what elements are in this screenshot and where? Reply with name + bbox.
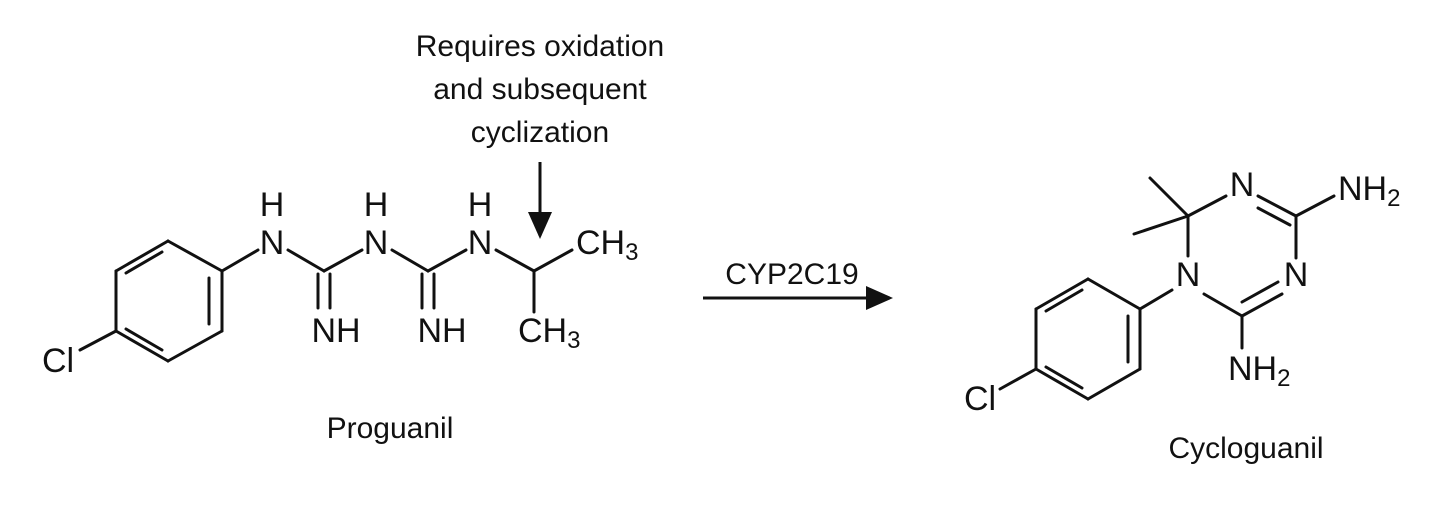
aromatic-inner-bond: [124, 250, 164, 275]
bond: [1034, 277, 1090, 311]
amine-nh-text: NH: [1338, 170, 1387, 208]
nitrogen-label: N: [364, 224, 389, 262]
nitrogen-label: N: [468, 224, 493, 262]
proguanil-benzene-ring: [114, 239, 224, 363]
bond: [166, 239, 224, 273]
subscript-2: 2: [1277, 365, 1290, 392]
methyl-bond: [1132, 214, 1190, 236]
hydrogen-label: H: [468, 186, 493, 224]
bond: [998, 367, 1038, 391]
bond: [494, 248, 536, 273]
methyl-bottom-label: CH3: [518, 312, 580, 354]
proguanil-name: Proguanil: [327, 412, 454, 445]
double-bond: [1256, 194, 1298, 218]
bond: [390, 248, 430, 273]
double-bond: [1240, 280, 1280, 304]
nitrogen-label: N: [260, 224, 285, 262]
bond: [1186, 194, 1228, 218]
subscript-3: 3: [567, 327, 580, 354]
subscript-2: 2: [1387, 185, 1400, 212]
bond: [322, 248, 364, 273]
bond: [114, 239, 170, 273]
triazine-n1-label: N: [1176, 256, 1201, 294]
bond: [1086, 367, 1142, 401]
reaction-arrow-group: CYP2C19: [703, 258, 893, 310]
imine-nh-label: NH: [417, 312, 466, 350]
triazine-n5-label: N: [1284, 256, 1309, 294]
bond: [1294, 194, 1336, 218]
bond: [426, 248, 468, 273]
amine-bottom-label: NH2: [1228, 350, 1290, 392]
hydrogen-label: H: [364, 186, 389, 224]
methyl-ch-text: CH: [518, 312, 567, 350]
subscript-3: 3: [625, 239, 638, 266]
aromatic-inner-bond: [1044, 288, 1084, 313]
amine-top-label: NH2: [1338, 170, 1400, 212]
amine-nh-text: NH: [1228, 350, 1277, 388]
double-bond: [1240, 292, 1284, 318]
oxidation-annotation: Requires oxidation and subsequent cycliz…: [416, 30, 664, 239]
hydrogen-label: H: [260, 186, 285, 224]
cycloguanil-benzene-ring: [1034, 277, 1142, 401]
bond: [114, 329, 170, 363]
bond: [286, 248, 326, 273]
aromatic-inner-bond: [124, 327, 164, 352]
double-bond: [1256, 206, 1292, 227]
imine-nh-label: NH: [311, 312, 360, 350]
bond: [166, 329, 224, 363]
bond: [1086, 277, 1142, 311]
bond: [220, 248, 260, 273]
aromatic-inner-bond: [1044, 365, 1084, 390]
enzyme-label: CYP2C19: [725, 258, 858, 291]
cycloguanil-chlorine-label: Cl: [964, 380, 996, 418]
bond: [1138, 288, 1174, 311]
bond: [1202, 292, 1244, 318]
proguanil-structure: Cl N H NH N H NH N H CH3 CH3 Proguanil: [42, 186, 639, 445]
cycloguanil-structure: Cl N N N NH2 NH2 Cycloguanil: [964, 166, 1401, 465]
bond: [1034, 367, 1090, 401]
bond: [78, 329, 118, 352]
annotation-line-3: cyclization: [471, 116, 609, 149]
proguanil-chlorine-label: Cl: [42, 342, 74, 380]
methyl-top-label: CH3: [576, 224, 638, 266]
bond: [532, 248, 574, 273]
annotation-line-2: and subsequent: [433, 73, 647, 106]
annotation-line-1: Requires oxidation: [416, 30, 664, 63]
methyl-ch-text: CH: [576, 224, 625, 262]
triazine-n3-label: N: [1230, 166, 1255, 204]
methyl-bond: [1148, 176, 1190, 218]
cycloguanil-name: Cycloguanil: [1168, 432, 1323, 465]
